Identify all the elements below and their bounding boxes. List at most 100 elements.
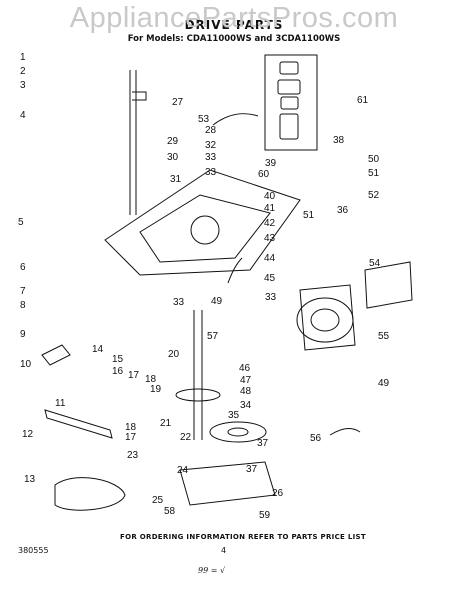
callout-label: 49 [211, 296, 223, 307]
base-plate [104, 169, 301, 276]
base-plate-ribs [139, 194, 271, 263]
callout-label: 1 [20, 52, 26, 63]
callout-label: 49 [378, 378, 390, 389]
callout-label: 11 [55, 398, 66, 409]
callout-label: 16 [112, 366, 124, 377]
callout-label: 2 [20, 66, 26, 77]
hub [190, 215, 220, 245]
gear-hub [227, 427, 249, 437]
callout-label: 17 [128, 370, 140, 381]
callout-label: 42 [264, 218, 276, 229]
callout-label: 58 [164, 506, 176, 517]
callout-label: 33 [265, 292, 277, 303]
motor [296, 297, 354, 343]
kit-part [279, 61, 299, 75]
drive-belt [54, 477, 126, 511]
callout-label: 52 [368, 190, 380, 201]
callout-label: 61 [357, 95, 369, 106]
spring [329, 428, 361, 436]
callout-label: 34 [240, 400, 252, 411]
callout-label: 10 [20, 359, 32, 370]
callout-label: 38 [333, 135, 345, 146]
callout-label: 6 [20, 262, 26, 273]
callout-label: 12 [22, 429, 34, 440]
callout-label: 40 [264, 191, 276, 202]
callout-label: 25 [152, 495, 164, 506]
callout-label: 21 [160, 418, 172, 429]
callout-label: 36 [337, 205, 349, 216]
callout-label: 3 [20, 80, 26, 91]
callout-label: 60 [258, 169, 270, 180]
callout-label: 5 [18, 217, 24, 228]
callout-label: 19 [150, 384, 162, 395]
callout-label: 15 [112, 354, 124, 365]
page-number: 4 [221, 546, 227, 555]
kit-part [279, 113, 299, 140]
diagram-subtitle: For Models: CDA11000WS and 3CDA1100WS [127, 34, 341, 44]
callout-label: 33 [205, 167, 217, 178]
callout-label: 35 [228, 410, 240, 421]
kit-part [277, 79, 301, 95]
callout-label: 8 [20, 300, 26, 311]
callout-label: 51 [368, 168, 380, 179]
gear-housing [175, 388, 221, 402]
callout-label: 53 [198, 114, 210, 125]
callout-label: 39 [265, 158, 277, 169]
parts-kit-box [264, 54, 318, 151]
callout-label: 26 [272, 488, 284, 499]
callout-label: 47 [240, 375, 252, 386]
callout-label: 23 [127, 450, 139, 461]
gear-case [179, 461, 276, 506]
assembly-arrow [227, 257, 243, 284]
callout-label: 59 [259, 510, 271, 521]
motor-frame [299, 284, 356, 351]
motor-core [310, 308, 340, 332]
callout-label: 14 [92, 344, 104, 355]
callout-label: 44 [264, 253, 276, 264]
callout-label: 43 [264, 233, 276, 244]
callout-label: 22 [180, 432, 192, 443]
ordering-info: FOR ORDERING INFORMATION REFER TO PARTS … [120, 533, 366, 541]
callout-label: 20 [168, 349, 180, 360]
assembly-arrow [212, 113, 259, 126]
callout-label: 46 [239, 363, 251, 374]
callout-label: 50 [368, 154, 380, 165]
callout-label: 4 [20, 110, 26, 121]
diagram-title: DRIVE PARTS [184, 18, 284, 32]
callout-label: 30 [167, 152, 179, 163]
drive-gear [209, 421, 267, 443]
rod-bracket [132, 91, 147, 101]
callout-label: 28 [205, 125, 217, 136]
callout-label: 9 [20, 329, 26, 340]
callout-label: 31 [170, 174, 182, 185]
kit-part [280, 96, 299, 110]
callout-label: 55 [378, 331, 390, 342]
callout-label: 7 [20, 286, 26, 297]
motor-shield [364, 261, 413, 309]
handwritten-note: 99 = √ [198, 566, 226, 575]
callout-label: 18 [125, 422, 137, 433]
callout-label: 51 [303, 210, 315, 221]
callout-label: 24 [177, 465, 189, 476]
callout-label: 17 [125, 432, 137, 443]
callout-label: 33 [205, 152, 217, 163]
callout-label: 33 [173, 297, 185, 308]
callout-label: 45 [264, 273, 276, 284]
callout-label: 27 [172, 97, 184, 108]
callout-label: 57 [207, 331, 219, 342]
callout-label: 41 [264, 203, 276, 214]
callout-label: 54 [369, 258, 381, 269]
document-code: 380555 [18, 546, 49, 555]
callout-label: 32 [205, 140, 217, 151]
callout-label: 37 [246, 464, 258, 475]
callout-label: 48 [240, 386, 252, 397]
bracket [44, 409, 113, 439]
callout-labels: 1 2 3 4 5 6 7 8 9 10 11 12 13 14 15 16 1… [18, 52, 390, 521]
callout-label: 37 [257, 438, 269, 449]
center-shaft [193, 310, 203, 440]
callout-label: 29 [167, 136, 179, 147]
callout-label: 56 [310, 433, 322, 444]
callout-label: 13 [24, 474, 36, 485]
callout-label: 18 [145, 374, 157, 385]
clip [41, 344, 71, 366]
